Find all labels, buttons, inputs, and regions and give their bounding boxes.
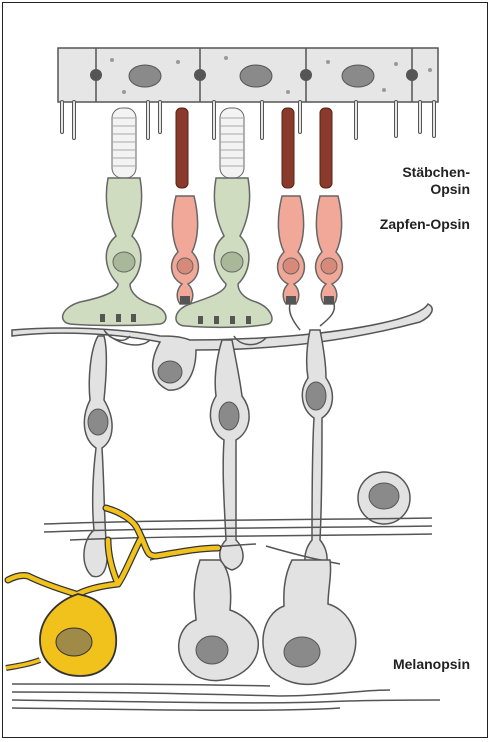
cone-nucleus (321, 258, 337, 274)
rpe-nucleus (240, 65, 272, 87)
rpe-nucleus (129, 65, 161, 87)
rod-cell (63, 108, 166, 326)
ganglion-cell (179, 560, 259, 681)
cone-cell (278, 108, 305, 304)
melanopsin-nucleus (56, 628, 92, 656)
rod-opsin-label-line1: Stäbchen- (360, 164, 470, 181)
ganglion-cell (263, 560, 356, 684)
cone-cell (172, 108, 199, 304)
rpe-nucleus (342, 65, 374, 87)
bipolar-cell (302, 330, 332, 574)
cone-nucleus (283, 258, 299, 274)
nerve-fiber-layer (12, 684, 440, 710)
rod-opsin-label: Stäbchen- Opsin (360, 164, 470, 198)
cone-opsin-label: Zapfen-Opsin (340, 216, 470, 233)
rod-nucleus (221, 252, 243, 272)
rod-nucleus (113, 252, 135, 272)
rod-opsin-label-line2: Opsin (360, 181, 470, 198)
cone-nucleus (177, 258, 193, 274)
cone-cell (316, 108, 343, 304)
melanopsin-label: Melanopsin (350, 656, 470, 673)
amacrine-cell (358, 472, 410, 524)
